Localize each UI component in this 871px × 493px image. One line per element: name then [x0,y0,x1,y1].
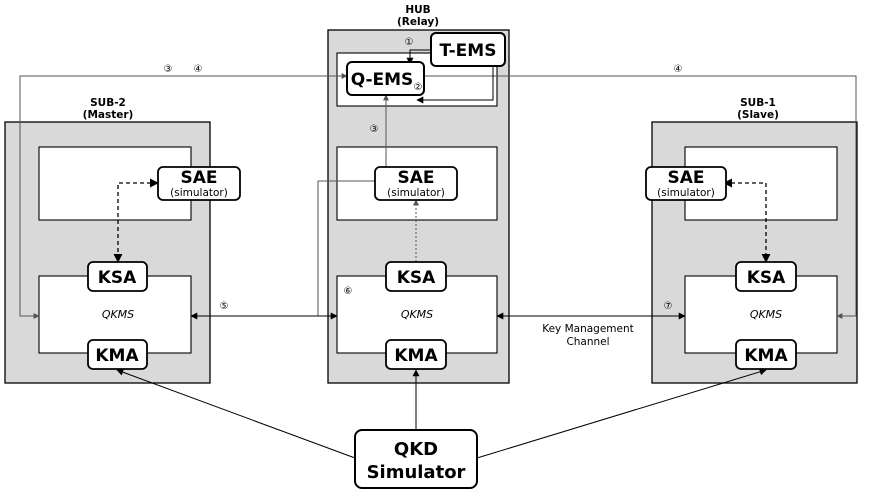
sub1-ksa-label: KSA [747,268,786,288]
qkd-label-line2: Simulator [367,462,466,483]
hub-sae-node [374,166,458,201]
sub2-qkms-label: QKMS [102,308,134,321]
hub-ksa-label: KSA [397,268,436,288]
step-3-marker-hub: ③ [370,124,379,135]
step-5-marker: ⑤ [220,301,229,312]
sub2-to-qems-line [19,73,348,319]
hub-ksa-node [385,261,447,292]
hub-sae-label: SAE [397,168,434,188]
sub2-ksa-node [87,261,148,292]
sub2-ksa-label: KSA [98,268,137,288]
sub2-sae-label: SAE [180,168,217,188]
channel-label-line2: Channel [566,336,609,348]
step-2-marker: ② [414,82,423,93]
qems-label: Q-EMS [351,70,414,90]
step-3-marker-top: ③ [164,64,173,75]
qkd-label-line1: QKD [394,439,438,460]
sub1-sae-node [645,166,727,201]
qkd-to-sub1-kma [476,368,767,459]
tems-to-qems-arrow [406,49,433,65]
qkd-simulator-node [354,429,478,489]
qems-node [346,61,425,96]
tems-return-line [416,66,494,104]
step-6-marker: ⑥ [344,286,353,297]
sub1-to-qems-line [424,75,857,319]
sub2-title: SUB-2 [90,97,126,109]
sub1-qkms-label: QKMS [750,308,782,321]
qkd-to-sub2-kma [116,368,356,459]
channel-label-line1: Key Management [542,323,634,335]
tems-label: T-EMS [440,41,497,61]
sub1-kma-node [735,339,797,370]
hub-subtitle: (Relay) [397,16,439,28]
sub1-sae-label: SAE [667,168,704,188]
sub2-sae-sublabel: (simulator) [170,187,228,199]
sub1-title: SUB-1 [740,97,776,109]
sub2-kma-node [87,339,148,370]
hub-qkms-label: QKMS [401,308,433,321]
sub2-sae-ksa-dashed [113,178,159,263]
hub-title: HUB [405,4,430,16]
step-4-marker-top-right: ④ [674,64,683,75]
tems-node [430,32,506,67]
sub1-kma-label: KMA [744,346,788,366]
step-4-marker-top-left: ④ [194,64,203,75]
step-1-marker: ① [405,37,414,48]
hub-kma-label: KMA [394,346,438,366]
hub-kma-node [385,339,447,370]
step-7-marker: ⑦ [664,301,673,312]
sub1-ksa-node [735,261,797,292]
hub-sae-sublabel: (simulator) [387,187,445,199]
sub2-sae-node [157,166,241,201]
sub2-subtitle: (Master) [83,109,134,121]
sub2-kma-label: KMA [95,346,139,366]
sub1-subtitle: (Slave) [737,109,779,121]
sub1-sae-ksa-dashed [723,178,771,263]
sub1-sae-sublabel: (simulator) [657,187,715,199]
